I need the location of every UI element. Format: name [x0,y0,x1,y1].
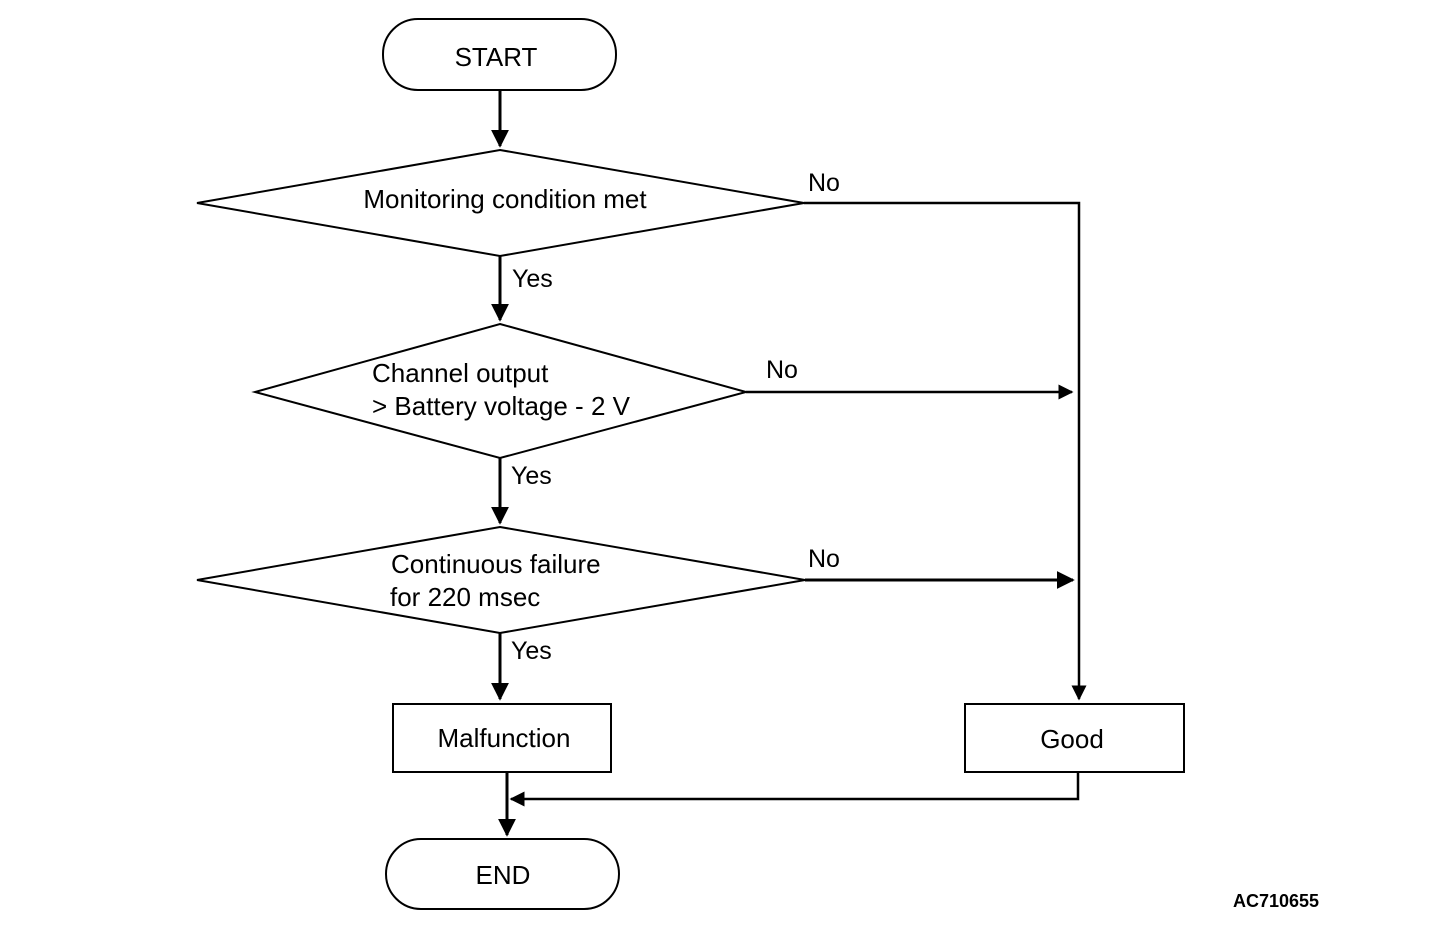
connector-good-to-end [509,772,1080,807]
edge-label-decision3-yes: Yes [511,637,552,665]
edge-label-decision3-no: No [808,545,840,573]
decision1-label: Monitoring condition met [363,184,647,214]
good-box: Good [964,703,1185,773]
figure-id: AC710655 [1233,891,1319,911]
edge-label-decision2-no: No [766,356,798,384]
end-label: END [476,860,531,890]
decision2-label-line2: > Battery voltage - 2 V [372,391,631,421]
decision-monitoring-condition: Monitoring condition met [196,148,805,258]
edge-label-decision1-yes: Yes [512,265,553,293]
start-label: START [455,42,538,72]
decision2-label-line1: Channel output [372,358,549,388]
good-label: Good [1040,724,1104,754]
decision3-label-line1: Continuous failure [391,549,601,579]
connector-decision1-no [804,201,1087,701]
malfunction-box: Malfunction [392,703,612,773]
edge-label-decision2-yes: Yes [511,462,552,490]
decision3-label-line2: for 220 msec [390,582,540,612]
start-terminal: START [382,18,617,91]
malfunction-label: Malfunction [438,723,571,753]
edge-label-decision1-no: No [808,169,840,197]
end-terminal: END [385,838,620,910]
decision-continuous-failure: Continuous failure for 220 msec [196,525,806,635]
decision-channel-output: Channel output > Battery voltage - 2 V [251,322,750,460]
